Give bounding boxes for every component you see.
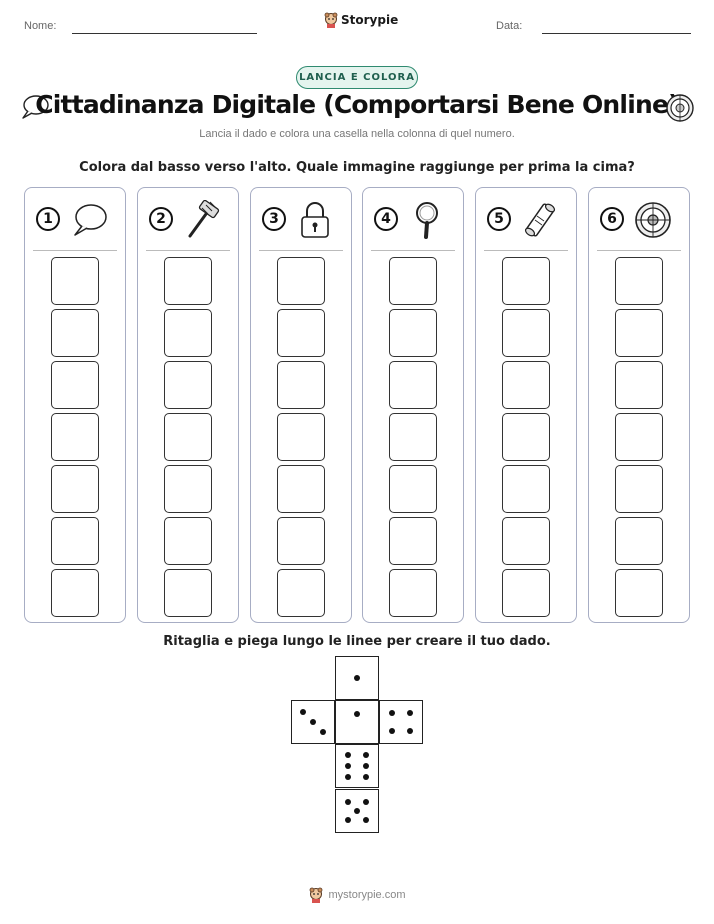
date-label: Data:: [496, 20, 523, 32]
coloring-cell[interactable]: [615, 361, 663, 409]
column-divider: [259, 250, 343, 251]
shield-icon: [635, 202, 671, 238]
die-face-3: [291, 700, 335, 744]
scroll-icon: [524, 203, 556, 237]
coloring-cell[interactable]: [164, 465, 212, 513]
coloring-cell[interactable]: [277, 257, 325, 305]
die-face-5: [335, 789, 379, 833]
coloring-cell[interactable]: [51, 517, 99, 565]
die-face-6: [335, 744, 379, 788]
die-face-4: [379, 700, 423, 744]
coloring-cell[interactable]: [277, 361, 325, 409]
column-4: 4: [362, 187, 464, 623]
coloring-cell[interactable]: [389, 413, 437, 461]
activity-badge: LANCIA E COLORA: [296, 66, 418, 89]
coloring-cell[interactable]: [51, 569, 99, 617]
coloring-cell[interactable]: [164, 569, 212, 617]
coloring-cell[interactable]: [389, 361, 437, 409]
coloring-cell[interactable]: [164, 413, 212, 461]
column-1: 1: [24, 187, 126, 623]
coloring-cell[interactable]: [51, 257, 99, 305]
magnifying-glass-icon: [416, 202, 438, 239]
coloring-cell[interactable]: [164, 361, 212, 409]
coloring-cell[interactable]: [389, 309, 437, 357]
coloring-cell[interactable]: [502, 361, 550, 409]
column-2: 2: [137, 187, 239, 623]
cut-instruction: Ritaglia e piega lungo le linee per crea…: [163, 634, 551, 649]
coloring-cell[interactable]: [164, 257, 212, 305]
column-number: 5: [487, 207, 511, 231]
coloring-cell[interactable]: [502, 569, 550, 617]
padlock-icon: [301, 202, 329, 238]
coloring-cell[interactable]: [51, 413, 99, 461]
brand-logo: Storypie: [324, 12, 398, 28]
coloring-cell[interactable]: [615, 257, 663, 305]
coloring-cell[interactable]: [277, 569, 325, 617]
coloring-cell[interactable]: [615, 309, 663, 357]
coloring-cell[interactable]: [389, 257, 437, 305]
column-6: 6: [588, 187, 690, 623]
coloring-cell[interactable]: [277, 309, 325, 357]
coloring-cell[interactable]: [277, 517, 325, 565]
column-number: 6: [600, 207, 624, 231]
coloring-cell[interactable]: [502, 465, 550, 513]
column-5: 5: [475, 187, 577, 623]
date-line[interactable]: [542, 33, 691, 34]
page-title: Cittadinanza Digitale (Comportarsi Bene …: [35, 90, 679, 119]
coloring-cell[interactable]: [51, 465, 99, 513]
coloring-cell[interactable]: [389, 517, 437, 565]
coloring-cell[interactable]: [51, 309, 99, 357]
speech-bubble-icon: [22, 95, 49, 119]
coloring-cell[interactable]: [164, 517, 212, 565]
name-label: Nome:: [24, 20, 57, 32]
coloring-cell[interactable]: [389, 465, 437, 513]
coloring-cell[interactable]: [277, 413, 325, 461]
column-number: 3: [262, 207, 286, 231]
rake-icon: [188, 200, 220, 238]
column-3: 3: [250, 187, 352, 623]
column-divider: [371, 250, 455, 251]
shield-icon: [666, 94, 694, 122]
speech-bubble-icon: [74, 204, 107, 236]
coloring-cell[interactable]: [615, 413, 663, 461]
coloring-instruction: Colora dal basso verso l'alto. Quale imm…: [79, 160, 635, 175]
coloring-cell[interactable]: [502, 257, 550, 305]
name-line[interactable]: [72, 33, 257, 34]
coloring-cell[interactable]: [389, 569, 437, 617]
column-divider: [597, 250, 681, 251]
coloring-cell[interactable]: [615, 517, 663, 565]
column-number: 4: [374, 207, 398, 231]
coloring-cell[interactable]: [164, 309, 212, 357]
column-divider: [484, 250, 568, 251]
column-divider: [146, 250, 230, 251]
column-number: 1: [36, 207, 60, 231]
coloring-cell[interactable]: [615, 569, 663, 617]
coloring-cell[interactable]: [502, 413, 550, 461]
coloring-cell[interactable]: [51, 361, 99, 409]
mascot-icon: [310, 887, 323, 903]
page-subtitle: Lancia il dado e colora una casella nell…: [199, 128, 515, 140]
die-face-1: [335, 700, 379, 744]
coloring-cell[interactable]: [502, 309, 550, 357]
coloring-cell[interactable]: [502, 517, 550, 565]
brand-name: Storypie: [341, 13, 399, 27]
column-divider: [33, 250, 117, 251]
coloring-cell[interactable]: [615, 465, 663, 513]
footer-url[interactable]: mystorypie.com: [328, 889, 406, 901]
coloring-cell[interactable]: [277, 465, 325, 513]
mascot-icon: [324, 12, 338, 28]
die-face-1: [335, 656, 379, 700]
column-number: 2: [149, 207, 173, 231]
footer: mystorypie.com: [0, 887, 714, 903]
